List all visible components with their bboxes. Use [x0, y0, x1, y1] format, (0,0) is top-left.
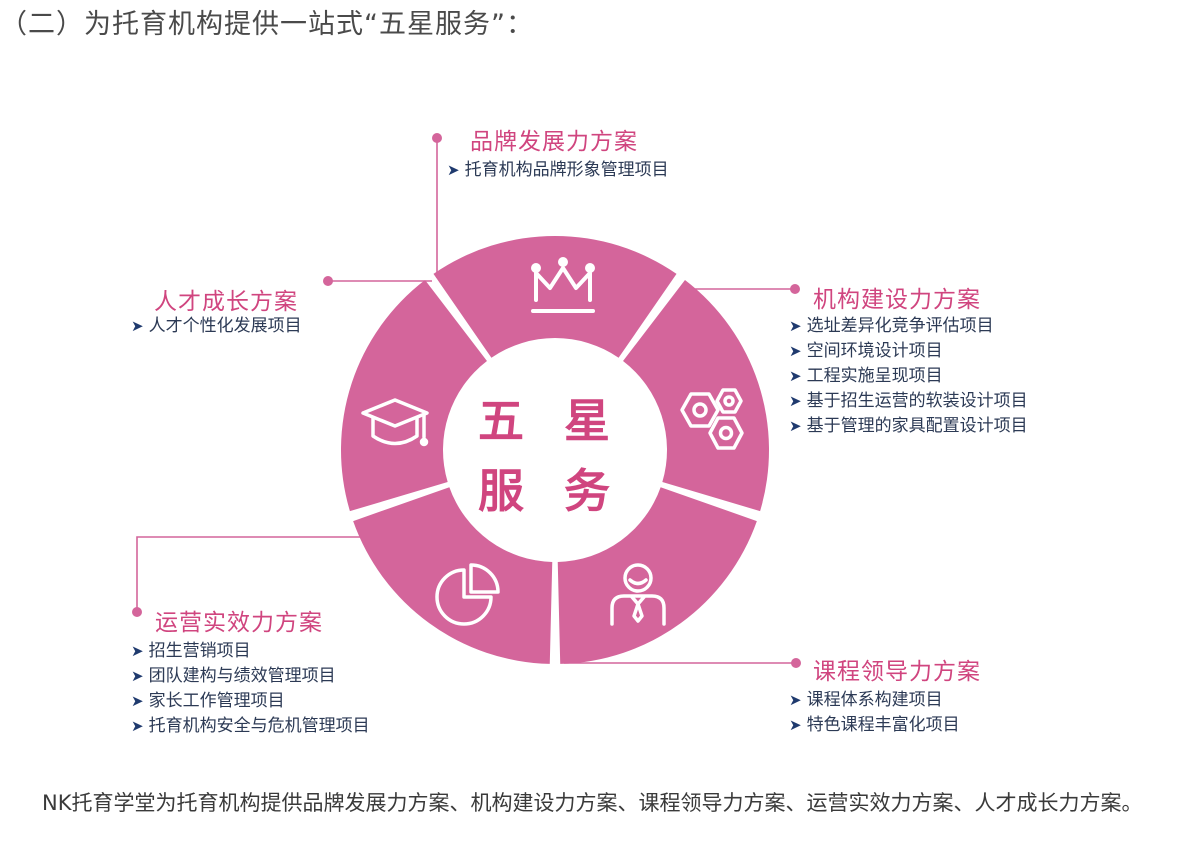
connector-dots	[132, 133, 801, 668]
arrow-bullet-icon: ➤	[789, 317, 802, 335]
ring-segment-talent	[341, 279, 487, 512]
list-item: ➤基于管理的家具配置设计项目	[789, 414, 1028, 439]
list-item: ➤选址差异化竞争评估项目	[789, 314, 1028, 339]
list-item: ➤工程实施呈现项目	[789, 364, 1028, 389]
arrow-bullet-icon: ➤	[789, 716, 802, 734]
list-item-label: 选址差异化竞争评估项目	[806, 316, 994, 336]
list-item: ➤空间环境设计项目	[789, 339, 1028, 364]
pie-chart-icon	[435, 563, 500, 626]
crown-icon	[531, 257, 595, 313]
list-item: ➤基于招生运营的软装设计项目	[789, 389, 1028, 414]
arrow-bullet-icon: ➤	[789, 691, 802, 709]
person-tie-icon	[610, 563, 666, 626]
connector-lines	[136, 138, 796, 664]
center-label: 五 星 服 务	[460, 386, 640, 526]
item-list-talent: ➤人才个性化发展项目	[131, 314, 302, 339]
arrow-bullet-icon: ➤	[131, 642, 144, 660]
list-item: ➤团队建构与绩效管理项目	[131, 664, 370, 689]
list-item-label: 特色课程丰富化项目	[806, 715, 960, 735]
graduation-cap-icon	[361, 398, 429, 447]
arrow-bullet-icon: ➤	[131, 667, 144, 685]
footer-paragraph: NK托育学堂为托育机构提供品牌发展力方案、机构建设力方案、课程领导力方案、运营实…	[42, 791, 1143, 815]
list-item: ➤人才个性化发展项目	[131, 314, 302, 339]
ring-segment-ops	[353, 487, 553, 664]
center-line-2: 服 务	[477, 464, 622, 518]
list-item-label: 人才个性化发展项目	[148, 316, 302, 336]
arrow-bullet-icon: ➤	[789, 417, 802, 435]
item-list-org: ➤选址差异化竞争评估项目➤空间环境设计项目➤工程实施呈现项目➤基于招生运营的软装…	[789, 314, 1028, 439]
section-title-brand: 品牌发展力方案	[470, 129, 638, 155]
list-item-label: 托育机构安全与危机管理项目	[148, 716, 370, 736]
section-title-course: 课程领导力方案	[813, 659, 981, 685]
section-title-talent: 人才成长方案	[154, 289, 298, 315]
arrow-bullet-icon: ➤	[789, 342, 802, 360]
arrow-bullet-icon: ➤	[789, 392, 802, 410]
arrow-bullet-icon: ➤	[447, 161, 460, 179]
dot-org	[790, 284, 800, 294]
arrow-bullet-icon: ➤	[789, 367, 802, 385]
list-item-label: 空间环境设计项目	[806, 341, 943, 361]
gears-icon	[680, 388, 744, 450]
list-item-label: 课程体系构建项目	[806, 690, 943, 710]
list-item: ➤课程体系构建项目	[789, 688, 960, 713]
dot-ops	[132, 607, 142, 617]
list-item-label: 招生营销项目	[148, 641, 251, 661]
item-list-brand: ➤托育机构品牌形象管理项目	[447, 158, 669, 183]
center-line-1: 五 星	[477, 394, 622, 448]
connector-ops	[136, 536, 360, 612]
arrow-bullet-icon: ➤	[131, 692, 144, 710]
list-item-label: 基于管理的家具配置设计项目	[806, 416, 1028, 436]
section-title-org: 机构建设力方案	[813, 287, 981, 313]
dot-course	[791, 658, 801, 668]
dot-talent	[323, 276, 333, 286]
list-item-label: 团队建构与绩效管理项目	[148, 666, 336, 686]
list-item: ➤家长工作管理项目	[131, 689, 370, 714]
ring-segment-course	[557, 487, 757, 664]
item-list-course: ➤课程体系构建项目➤特色课程丰富化项目	[789, 688, 960, 738]
ring-segments	[341, 236, 770, 664]
list-item: ➤托育机构品牌形象管理项目	[447, 158, 669, 183]
item-list-ops: ➤招生营销项目➤团队建构与绩效管理项目➤家长工作管理项目➤托育机构安全与危机管理…	[131, 639, 370, 739]
list-item-label: 托育机构品牌形象管理项目	[464, 160, 669, 180]
list-item-label: 工程实施呈现项目	[806, 366, 943, 386]
arrow-bullet-icon: ➤	[131, 717, 144, 735]
section-title-ops: 运营实效力方案	[155, 610, 323, 636]
ring-segment-brand	[433, 236, 677, 358]
list-item: ➤招生营销项目	[131, 639, 370, 664]
list-item: ➤托育机构安全与危机管理项目	[131, 714, 370, 739]
list-item: ➤特色课程丰富化项目	[789, 713, 960, 738]
dot-brand	[432, 133, 442, 143]
page-heading: （二）为托育机构提供一站式“五星服务”：	[0, 9, 534, 40]
list-item-label: 基于招生运营的软装设计项目	[806, 391, 1028, 411]
list-item-label: 家长工作管理项目	[148, 691, 285, 711]
arrow-bullet-icon: ➤	[131, 317, 144, 335]
